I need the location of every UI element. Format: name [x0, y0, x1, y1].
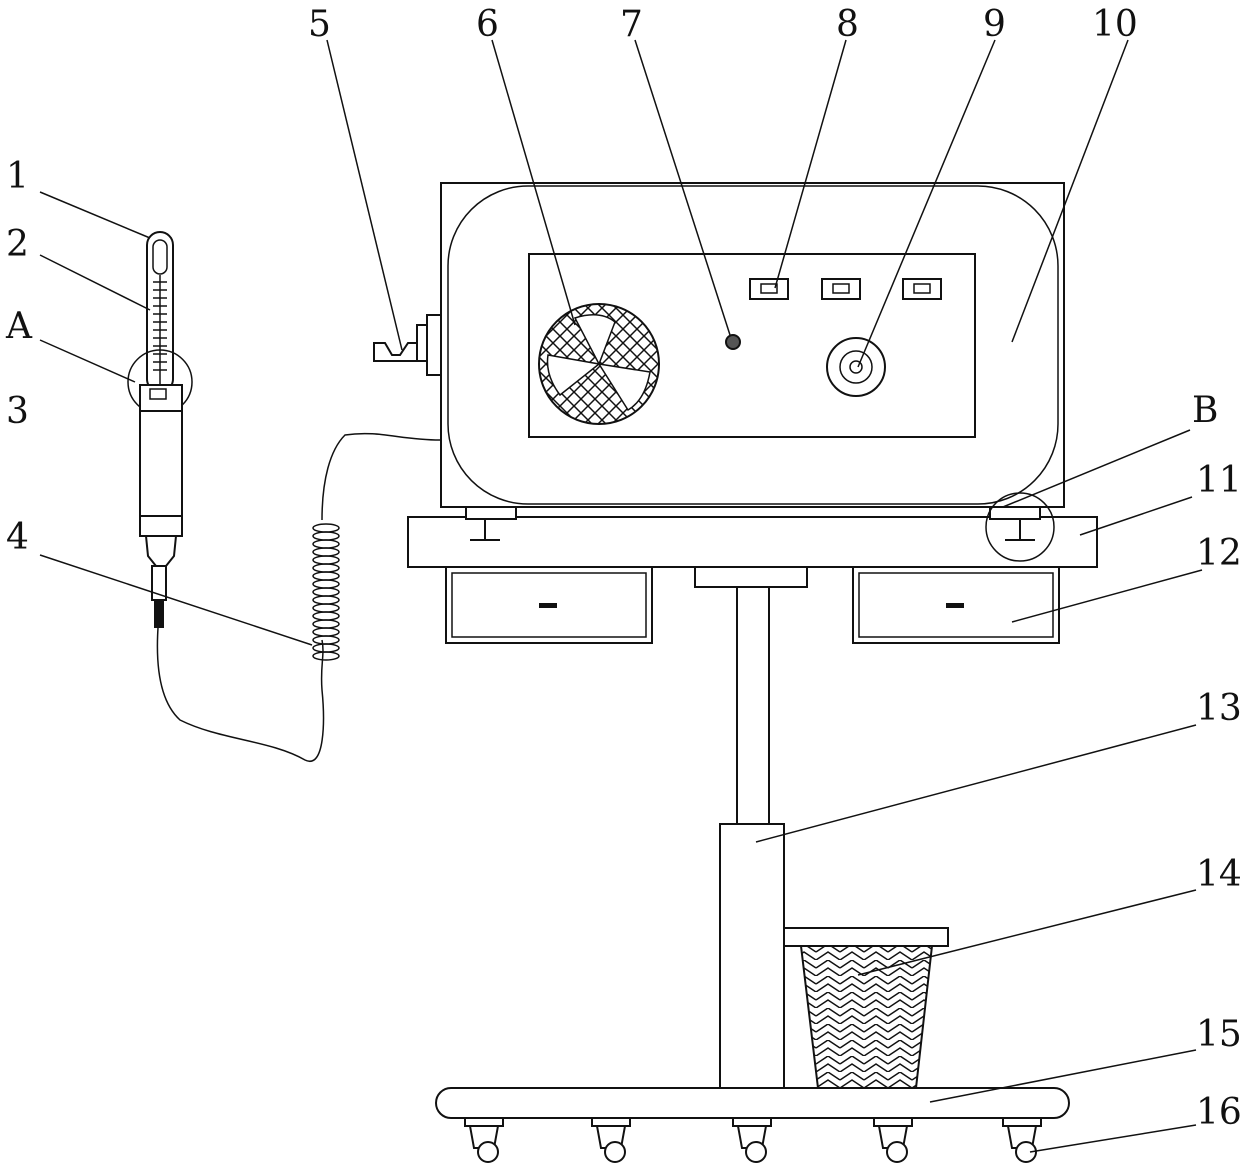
fan-icon	[539, 304, 659, 424]
label-12: 12	[1196, 533, 1240, 574]
label-b: B	[1192, 390, 1218, 431]
label-13: 13	[1196, 688, 1240, 729]
label-11: 11	[1196, 460, 1240, 501]
basket	[784, 928, 948, 1088]
caster-wheel-icon	[733, 1118, 771, 1162]
label-5: 5	[308, 4, 331, 45]
casters	[465, 1118, 1041, 1162]
column-flange	[695, 567, 807, 587]
probe-tip	[146, 536, 176, 566]
probe-plug	[154, 600, 164, 628]
label-14: 14	[1196, 854, 1240, 895]
label-10: 10	[1092, 4, 1138, 45]
drawer-right	[853, 567, 1059, 643]
label-4: 4	[6, 517, 29, 558]
table-top	[408, 517, 1097, 567]
caster-wheel-icon	[874, 1118, 912, 1162]
caster-wheel-icon	[1003, 1118, 1041, 1162]
probe-collar	[140, 516, 182, 536]
control-knob-icon	[827, 338, 885, 396]
control-box	[441, 183, 1064, 507]
coiled-cable	[313, 524, 339, 660]
label-7: 7	[620, 4, 643, 45]
label-9: 9	[983, 4, 1006, 45]
label-8: 8	[836, 4, 859, 45]
side-hook	[374, 315, 441, 375]
outer-column	[720, 824, 784, 1088]
socket-icon	[822, 279, 860, 299]
label-1: 1	[6, 156, 29, 197]
base-plate	[436, 1088, 1069, 1118]
drawer-left	[446, 567, 652, 643]
label-16: 16	[1196, 1092, 1240, 1133]
inner-column	[737, 587, 769, 824]
label-6: 6	[476, 4, 499, 45]
socket-icon	[750, 279, 788, 299]
probe-handle	[140, 411, 182, 516]
socket-icon	[903, 279, 941, 299]
caster-wheel-icon	[465, 1118, 503, 1162]
thermometer	[128, 232, 192, 628]
basket-bracket	[784, 928, 948, 946]
indicator-light-icon	[726, 335, 740, 349]
caster-wheel-icon	[592, 1118, 630, 1162]
power-sockets	[750, 279, 941, 299]
label-15: 15	[1196, 1014, 1240, 1055]
label-3: 3	[6, 391, 29, 432]
basket-body	[801, 946, 932, 1088]
label-2: 2	[6, 224, 29, 265]
label-a: A	[5, 306, 33, 347]
